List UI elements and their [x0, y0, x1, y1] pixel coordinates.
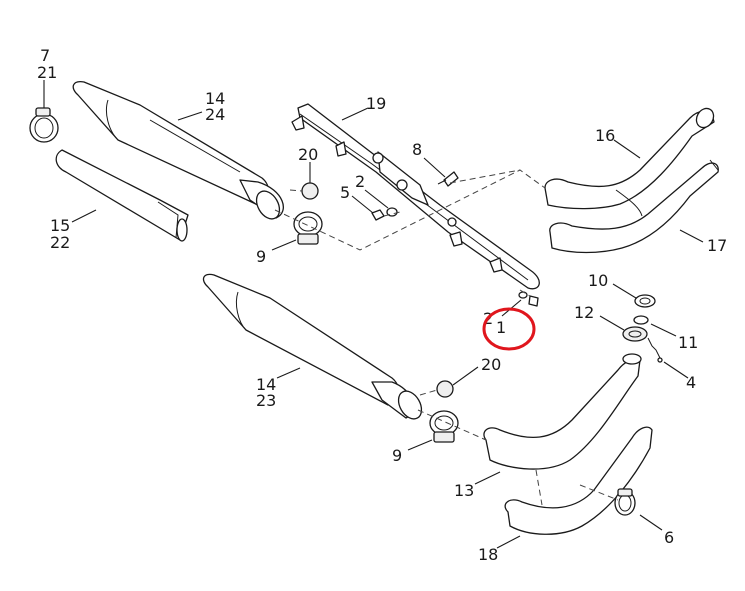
label-6: 6 — [664, 528, 674, 547]
clamp-9-upper[interactable] — [293, 211, 323, 245]
label-21: 21 — [37, 63, 57, 82]
grommet-20-upper[interactable] — [301, 182, 319, 200]
label-24: 24 — [205, 105, 225, 124]
highlight-circle — [482, 307, 536, 351]
upper-muffler[interactable] — [72, 81, 284, 223]
label-20-lower: 20 — [481, 355, 501, 374]
clamp-9-lower[interactable] — [429, 410, 459, 443]
label-20-upper: 20 — [298, 145, 318, 164]
label-2-upper: 2 — [355, 172, 365, 191]
washer-2-upper[interactable] — [386, 207, 398, 217]
label-17: 17 — [707, 236, 727, 255]
label-18: 18 — [478, 545, 498, 564]
label-14-lower: 14 — [256, 375, 276, 394]
label-22: 22 — [50, 233, 70, 252]
nut-5[interactable] — [371, 209, 385, 221]
label-7: 7 — [40, 46, 50, 65]
label-1: 1 — [496, 318, 506, 337]
mounting-bracket[interactable] — [291, 103, 540, 290]
label-13: 13 — [454, 481, 474, 500]
label-10: 10 — [588, 271, 608, 290]
bolt-8[interactable] — [437, 171, 459, 187]
clamp-7-21[interactable] — [29, 107, 59, 143]
label-5: 5 — [340, 183, 350, 202]
label-4: 4 — [686, 373, 696, 392]
label-19: 19 — [366, 94, 386, 113]
gasket-12[interactable] — [622, 326, 648, 342]
label-16: 16 — [595, 126, 615, 145]
grommet-20-lower[interactable] — [436, 380, 454, 398]
label-14-upper: 14 — [205, 89, 225, 108]
leader-lines — [43, 80, 704, 549]
clamp-6[interactable] — [614, 488, 636, 516]
header-pipe-16[interactable] — [544, 105, 717, 217]
header-pipe-17[interactable] — [549, 159, 719, 254]
label-15: 15 — [50, 216, 70, 235]
heat-shield[interactable] — [55, 149, 189, 242]
part-labels: 7 21 14 24 19 20 8 2 5 16 15 22 9 17 10 … — [37, 46, 727, 564]
washer-10[interactable] — [634, 294, 656, 308]
washer-2-lower[interactable] — [518, 291, 528, 299]
label-11: 11 — [678, 333, 698, 352]
header-pipe-18[interactable] — [504, 426, 653, 535]
label-9-upper: 9 — [256, 247, 266, 266]
header-pipe-13[interactable] — [483, 353, 642, 470]
label-8: 8 — [412, 140, 422, 159]
washer-11[interactable] — [633, 315, 649, 325]
label-12: 12 — [574, 303, 594, 322]
lower-muffler[interactable] — [202, 273, 426, 423]
bolt-1[interactable] — [528, 295, 539, 307]
assembly-lines — [274, 169, 619, 506]
label-23: 23 — [256, 391, 276, 410]
spring-4[interactable] — [647, 337, 663, 363]
label-9-lower: 9 — [392, 446, 402, 465]
